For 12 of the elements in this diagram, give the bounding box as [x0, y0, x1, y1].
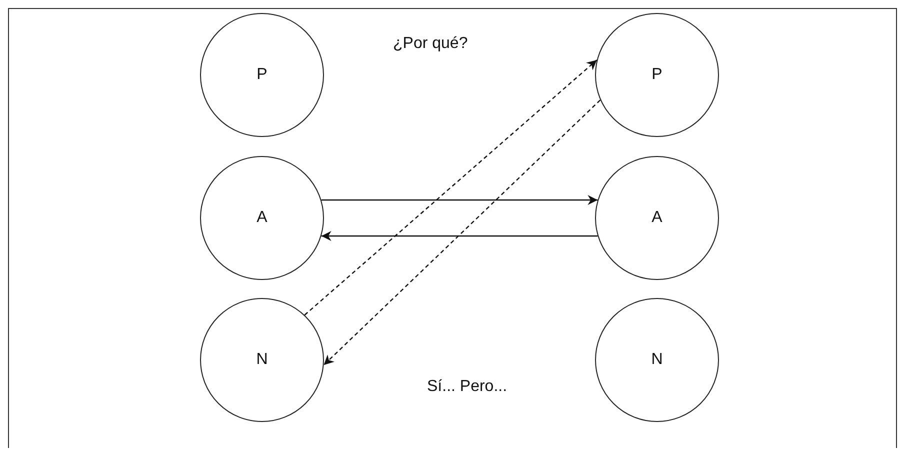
node-label: N [651, 351, 663, 369]
arrow [323, 100, 601, 366]
node-label: N [256, 351, 268, 369]
arrow [304, 60, 598, 316]
note-text: Sí... Pero... [427, 378, 508, 396]
node-label: P [256, 66, 268, 84]
note-text: ¿Por qué? [393, 35, 468, 53]
node-label: A [256, 209, 268, 227]
node-label: A [652, 209, 662, 227]
arrow [321, 195, 598, 205]
node-label: P [652, 66, 662, 84]
arrow [321, 231, 598, 241]
